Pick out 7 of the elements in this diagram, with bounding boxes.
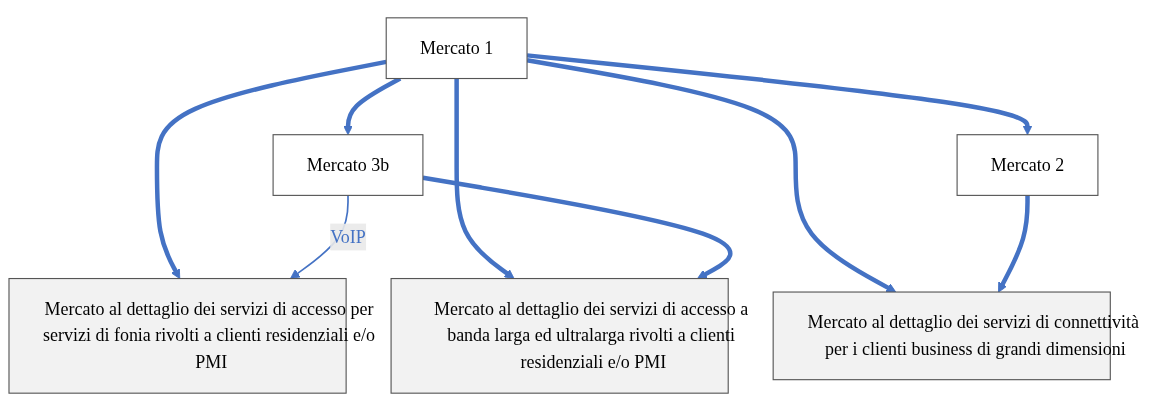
edge-label: VoIP [330,226,366,246]
node-box: Mercato 3b [272,133,424,196]
node-box: Mercato 1 [385,16,528,79]
node-box: Mercato 2 [956,133,1099,196]
arrow [998,194,1030,292]
arrow [454,78,515,279]
arrow [422,175,733,279]
